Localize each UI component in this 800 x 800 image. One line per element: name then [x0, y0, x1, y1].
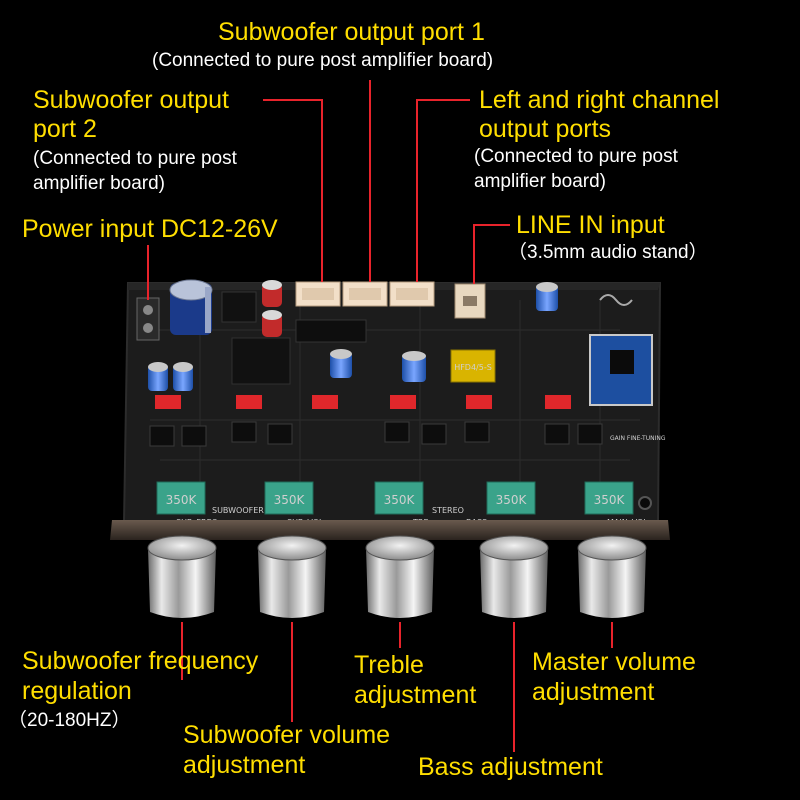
- pot-treble: 350K: [374, 481, 424, 515]
- pointer-lr-out: [416, 99, 470, 282]
- label-sub-freq-line1: Subwoofer frequency: [22, 647, 259, 675]
- pot-bass: 350K: [486, 481, 536, 515]
- note-lr-out-line2: amplifier board): [474, 171, 606, 192]
- label-sub-vol-line2: adjustment: [183, 751, 306, 779]
- label-master-line2: adjustment: [532, 678, 655, 706]
- note-sub-out-2-line1: (Connected to pure post: [33, 148, 237, 169]
- label-treble-line1: Treble: [354, 651, 424, 679]
- line-in-jack: [454, 283, 486, 319]
- power-terminal: [136, 297, 160, 341]
- label-line-in: LINE IN input: [516, 211, 665, 239]
- svg-text:HFD4/5-S: HFD4/5-S: [454, 363, 492, 372]
- note-sub-out-1: (Connected to pure post amplifier board): [152, 50, 494, 71]
- subwoofer-output-port-2-connector: [295, 281, 341, 307]
- note-sub-freq: （20-180HZ）: [8, 710, 131, 731]
- pointer-lines: [147, 80, 613, 752]
- svg-text:350K: 350K: [594, 493, 626, 507]
- pot-sub-freq: 350K: [156, 481, 206, 515]
- knob-master: [577, 535, 647, 618]
- label-sub-out-1: Subwoofer output port 1: [218, 18, 485, 46]
- subwoofer-output-port-1-connector: [342, 281, 388, 307]
- label-treble-line2: adjustment: [354, 681, 477, 709]
- blue-capacitors: [148, 282, 558, 391]
- pot-master: 350K: [584, 481, 634, 515]
- relay: HFD4/5-S: [450, 349, 496, 383]
- svg-text:350K: 350K: [274, 493, 306, 507]
- label-power-input: Power input DC12-26V: [22, 215, 278, 243]
- voltage-regulator: [221, 291, 257, 323]
- label-master-line1: Master volume: [532, 648, 696, 676]
- potentiometers: 350K 350K 350K 350K 350K: [156, 481, 634, 515]
- large-capacitor: [169, 279, 213, 335]
- svg-text:350K: 350K: [384, 493, 416, 507]
- ic-chip: [295, 319, 367, 343]
- label-lr-out-line1: Left and right channel: [479, 86, 720, 114]
- pot-sub-vol: 350K: [264, 481, 314, 515]
- pointer-sub-out-2: [263, 99, 323, 282]
- lr-output-connector: [389, 281, 435, 307]
- label-bass: Bass adjustment: [418, 753, 603, 781]
- front-panel: [110, 520, 670, 540]
- op-amp-chips: [149, 421, 603, 447]
- silk-subwoofer: SUBWOOFER: [212, 506, 264, 515]
- bluetooth-module: [589, 294, 653, 406]
- label-sub-out-2-line1: Subwoofer output: [33, 86, 229, 114]
- label-lr-out-line2: output ports: [479, 115, 612, 143]
- label-sub-out-2-line2: port 2: [33, 115, 97, 143]
- note-sub-out-2-line2: amplifier board): [33, 173, 165, 194]
- svg-text:350K: 350K: [166, 493, 198, 507]
- red-capacitors: [262, 280, 282, 337]
- film-capacitors: [155, 395, 571, 409]
- silk-stereo: STEREO: [432, 506, 464, 515]
- ic-chip-large: [231, 337, 291, 385]
- pointer-line-in: [473, 224, 510, 284]
- label-sub-freq-line2: regulation: [22, 677, 132, 705]
- knob-sub-vol: [257, 535, 327, 618]
- knob-bass: [479, 535, 549, 618]
- silk-gain-tuning: GAIN FINE-TUNING: [610, 435, 666, 442]
- svg-text:350K: 350K: [496, 493, 528, 507]
- knob-sub-freq: [147, 535, 217, 618]
- note-lr-out-line1: (Connected to pure post: [474, 146, 678, 167]
- knob-treble: [365, 535, 435, 618]
- note-line-in: （3.5mm audio stand）: [508, 242, 708, 263]
- label-sub-vol-line1: Subwoofer volume: [183, 721, 391, 749]
